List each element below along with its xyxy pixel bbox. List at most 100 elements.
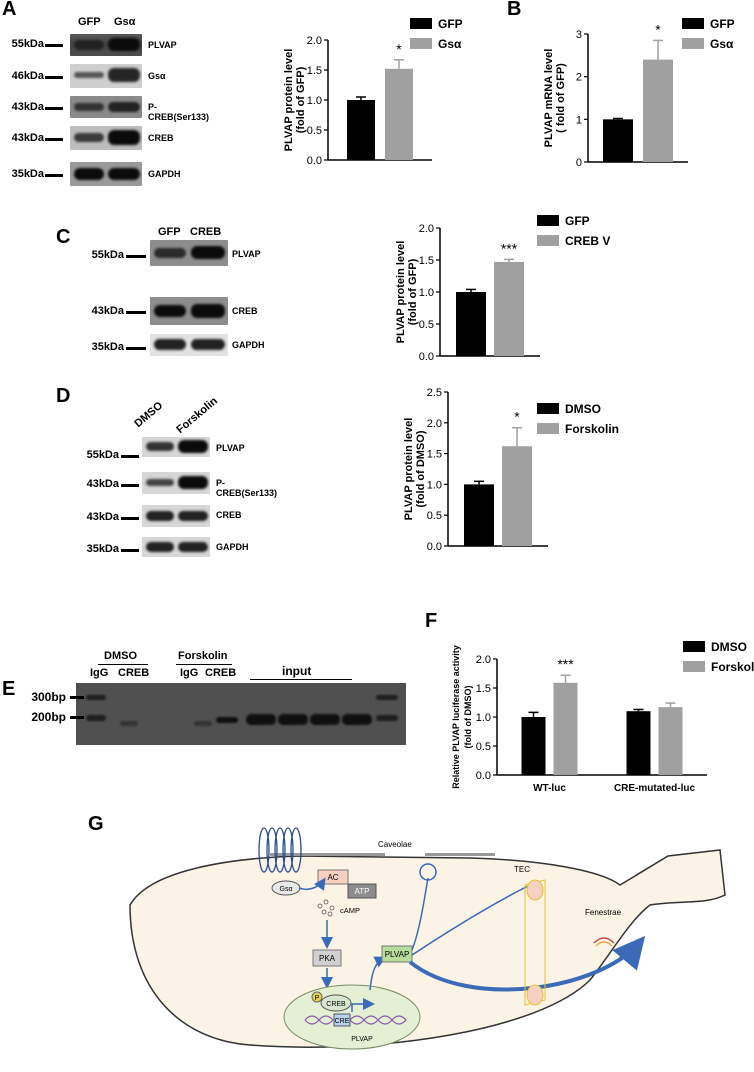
y-axis-label: PLVAP protein level bbox=[283, 49, 295, 152]
legend-swatch bbox=[682, 18, 704, 29]
y-tick-label: 0.0 bbox=[476, 770, 491, 782]
lane-label: CREB bbox=[118, 667, 150, 679]
legend-label: DMSO bbox=[711, 640, 747, 654]
panel-label-g: G bbox=[88, 813, 104, 835]
bar bbox=[494, 261, 524, 356]
lane-label: CREB bbox=[205, 667, 237, 679]
mw-label: 55kDa bbox=[91, 249, 124, 261]
legend-swatch bbox=[683, 661, 705, 672]
plvap-box bbox=[381, 945, 413, 963]
blot-strip bbox=[142, 437, 210, 457]
y-tick-label: 1.5 bbox=[476, 683, 491, 695]
protein-label: P-CREB(Ser133) bbox=[216, 478, 278, 498]
y-tick-label: 0.5 bbox=[476, 741, 491, 753]
camp-icon bbox=[317, 899, 335, 917]
blot-strip bbox=[150, 334, 228, 356]
caveolae-label: Caveolae bbox=[378, 840, 412, 849]
dna-icon bbox=[304, 1015, 407, 1025]
group-label: DMSO bbox=[104, 650, 137, 662]
panel-label-e: E bbox=[2, 678, 16, 700]
mw-label: 43kDa bbox=[86, 511, 119, 523]
y-axis-label: ( fold of GFP) bbox=[555, 63, 567, 133]
y-tick-label: 2.5 bbox=[427, 387, 442, 399]
input-label: input bbox=[282, 664, 312, 678]
y-tick-label: 0 bbox=[576, 157, 582, 169]
legend-label: DMSO bbox=[565, 402, 601, 416]
membrane bbox=[270, 853, 495, 856]
blot-strip bbox=[142, 472, 210, 494]
mw-label: 35kDa bbox=[91, 341, 124, 353]
atp-box bbox=[347, 883, 377, 899]
blot-strip bbox=[70, 126, 142, 150]
tec-label: TEC bbox=[514, 865, 530, 874]
legend-swatch bbox=[537, 423, 559, 434]
camp-label: cAMP bbox=[340, 906, 360, 915]
protein-label: Gsα bbox=[148, 71, 166, 81]
bar bbox=[626, 711, 651, 775]
y-tick-label: 0.5 bbox=[419, 319, 434, 331]
y-tick-label: 0.0 bbox=[427, 541, 442, 553]
mw-label: 43kDa bbox=[11, 132, 44, 144]
lane-label: Gsα bbox=[114, 16, 136, 28]
gel-image bbox=[76, 683, 406, 745]
protein-label: GAPDH bbox=[232, 340, 265, 350]
bar bbox=[643, 59, 673, 162]
y-tick-label: 0.5 bbox=[427, 510, 442, 522]
bar bbox=[658, 707, 683, 775]
blot-strip bbox=[142, 537, 210, 557]
mw-label: 35kDa bbox=[11, 168, 44, 180]
y-axis-label: Relative PLVAP luciferase activity bbox=[451, 645, 461, 789]
bar bbox=[347, 100, 375, 160]
cre-box bbox=[333, 1013, 351, 1027]
y-tick-label: 2.0 bbox=[476, 654, 491, 666]
y-tick-label: 1.0 bbox=[307, 95, 322, 107]
legend-label: GFP bbox=[565, 214, 590, 228]
legend-swatch bbox=[683, 641, 705, 652]
legend-swatch bbox=[537, 235, 559, 246]
y-axis-label: PLVAP mRNA level bbox=[543, 49, 555, 148]
bar bbox=[385, 68, 413, 160]
y-tick-label: 1.0 bbox=[419, 287, 434, 299]
bar bbox=[553, 682, 578, 775]
legend-label: Gsα bbox=[710, 37, 734, 51]
mw-label: 46kDa bbox=[11, 70, 44, 82]
x-tick-label: CRE-mutated-luc bbox=[614, 783, 696, 794]
plvap-gene-label: PLVAP bbox=[351, 1036, 373, 1043]
blot-strip bbox=[70, 64, 142, 88]
y-axis-label: PLVAP protein level bbox=[395, 241, 407, 344]
legend-label: CREB V bbox=[565, 234, 610, 248]
y-tick-label: 2.0 bbox=[307, 35, 322, 47]
mw-label: 55kDa bbox=[86, 449, 119, 461]
blot-strip bbox=[70, 162, 142, 186]
y-axis-label: PLVAP protein level bbox=[403, 418, 415, 521]
y-tick-label: 0.5 bbox=[307, 125, 322, 137]
lane-label: GFP bbox=[78, 16, 101, 28]
tec-top bbox=[526, 879, 544, 901]
legend-label: Forskolin bbox=[565, 422, 619, 436]
legend-label: GFP bbox=[710, 17, 735, 31]
mw-label: 43kDa bbox=[91, 305, 124, 317]
y-axis-label: (fold of GFP) bbox=[407, 258, 419, 325]
bp-label: 200bp bbox=[31, 710, 66, 724]
panel-label-c: C bbox=[56, 226, 71, 248]
lane-label: GFP bbox=[158, 226, 181, 238]
y-tick-label: 3 bbox=[576, 29, 582, 41]
group-label: Forskolin bbox=[178, 650, 228, 662]
blot-strip bbox=[70, 34, 142, 56]
protein-label: PLVAP bbox=[148, 40, 177, 50]
y-axis-label: (fold of DMSO) bbox=[415, 430, 427, 507]
gsa-label: Gsα bbox=[280, 886, 293, 893]
legend-swatch bbox=[682, 38, 704, 49]
panel-label-a: A bbox=[2, 0, 17, 20]
tec-bottom bbox=[526, 984, 544, 1006]
y-tick-label: 1.0 bbox=[427, 479, 442, 491]
y-axis-label: (fold of GFP) bbox=[295, 66, 307, 133]
legend-swatch bbox=[537, 215, 559, 226]
legend-label: Forskolin bbox=[711, 660, 754, 674]
atp-label: ATP bbox=[355, 887, 370, 896]
blot-strip bbox=[150, 297, 228, 325]
